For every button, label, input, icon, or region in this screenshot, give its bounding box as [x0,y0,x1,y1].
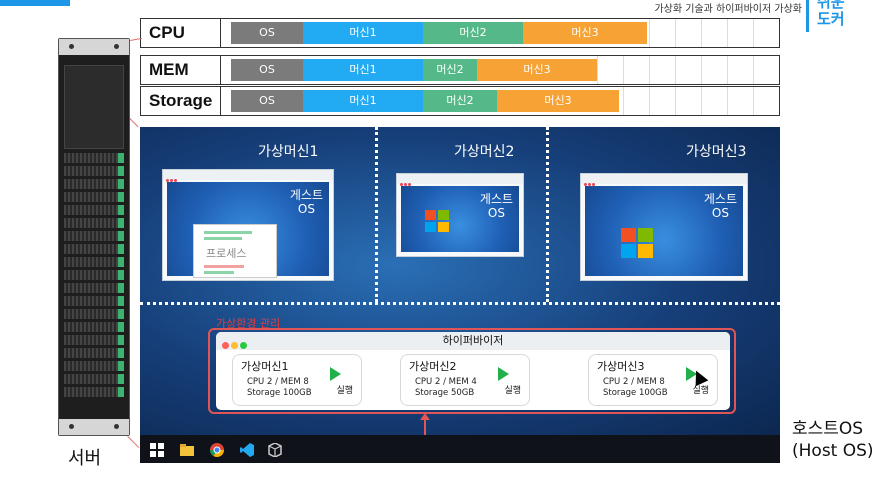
virtualbox-icon[interactable] [268,442,282,458]
hypervisor-window[interactable]: 하이퍼바이저 가상머신1 CPU 2 / MEM 8 Storage 100GB… [216,332,730,410]
vm2-card-name: 가상머신2 [409,360,457,373]
mem-label: MEM [141,56,221,84]
management-highlight [208,328,736,414]
folder-icon[interactable] [180,442,194,456]
server-bottom-edge [59,419,129,435]
storage-label: Storage [141,87,221,115]
brand-line1: 쉬운 [817,0,845,11]
server-top-edge [59,39,129,55]
vscode-icon[interactable] [240,442,254,457]
server-drive-bays [64,153,124,403]
play-icon[interactable] [330,367,341,381]
cpu-seg-m2: 머신2 [423,22,523,44]
play-icon[interactable] [498,367,509,381]
taskbar [140,435,780,463]
windows-icon[interactable] [150,442,164,457]
vm1-card-spec2: Storage 100GB [247,388,312,398]
hypervisor-titlebar: 하이퍼바이저 [216,332,730,350]
mem-seg-m1: 머신1 [303,59,423,81]
vm1-title: 가상머신1 [258,144,319,160]
mem-bar: MEM OS 머신1 머신2 머신3 [140,55,780,85]
server-rack [58,38,130,436]
cpu-label: CPU [141,19,221,47]
mem-seg-m2: 머신2 [423,59,477,81]
management-label: 가상환경 관리 [216,317,281,330]
hypervisor-title: 하이퍼바이저 [442,334,504,347]
vm1-card-name: 가상머신1 [241,360,289,373]
cpu-seg-m3: 머신3 [523,22,647,44]
divider-2 [546,127,549,302]
play-icon[interactable] [686,367,697,381]
vm3-card-spec1: CPU 2 / MEM 8 [603,377,665,387]
vm3-title: 가상머신3 [686,144,747,160]
windows-logo-icon [621,228,655,260]
vm3-card-spec2: Storage 100GB [603,388,668,398]
mem-seg-m3: 머신3 [477,59,597,81]
server-label: 서버 [68,448,102,469]
process-label: 프로세스 [206,247,247,260]
vm2-card-spec2: Storage 50GB [415,388,475,398]
divider-1 [375,127,378,302]
vm1-card: 가상머신1 CPU 2 / MEM 8 Storage 100GB 실행 [232,354,362,406]
windows-logo-icon [425,210,451,234]
storage-seg-os: OS [231,90,303,112]
cpu-seg-os: OS [231,22,303,44]
process-window: 프로세스 [193,224,277,278]
vm2-card-spec1: CPU 2 / MEM 4 [415,377,477,387]
vm3-card: 가상머신3 CPU 2 / MEM 8 Storage 100GB 실행 [588,354,718,406]
storage-seg-m3: 머신3 [497,90,619,112]
header-title: 가상화 기술과 하이퍼바이저 가상화 [654,4,802,15]
vm2-run-button[interactable]: 실행 [504,386,521,396]
vm2-card: 가상머신2 CPU 2 / MEM 4 Storage 50GB 실행 [400,354,530,406]
storage-seg-m1: 머신1 [303,90,423,112]
divider-horizontal [140,302,780,305]
connector-mid [129,118,139,128]
vm3-card-name: 가상머신3 [597,360,645,373]
storage-free-cells [623,87,779,115]
cpu-seg-m1: 머신1 [303,22,423,44]
connector-bottom [127,436,140,449]
cpu-bar: CPU OS 머신1 머신2 머신3 [140,18,780,48]
chrome-icon[interactable] [210,442,224,457]
top-accent-bar [0,0,70,6]
mem-free-cells [597,56,779,84]
vm1-run-button[interactable]: 실행 [336,386,353,396]
brand-logo: 쉬운 도커 [806,0,868,32]
vm3-run-button[interactable]: 실행 [692,386,709,396]
cpu-free-cells [649,19,779,47]
window-controls[interactable] [222,337,249,355]
host-os-line1: 호스트OS [792,419,864,439]
vm2-title: 가상머신2 [454,144,515,160]
server-front-panel [64,65,124,149]
management-arrow [420,413,430,435]
mem-seg-os: OS [231,59,303,81]
brand-line2: 도커 [817,10,845,28]
host-os-label: 호스트OS (Host OS) [792,418,874,462]
vm1-card-spec1: CPU 2 / MEM 8 [247,377,309,387]
storage-seg-m2: 머신2 [423,90,497,112]
storage-bar: Storage OS 머신1 머신2 머신3 [140,86,780,116]
host-os-line2: (Host OS) [792,441,874,461]
